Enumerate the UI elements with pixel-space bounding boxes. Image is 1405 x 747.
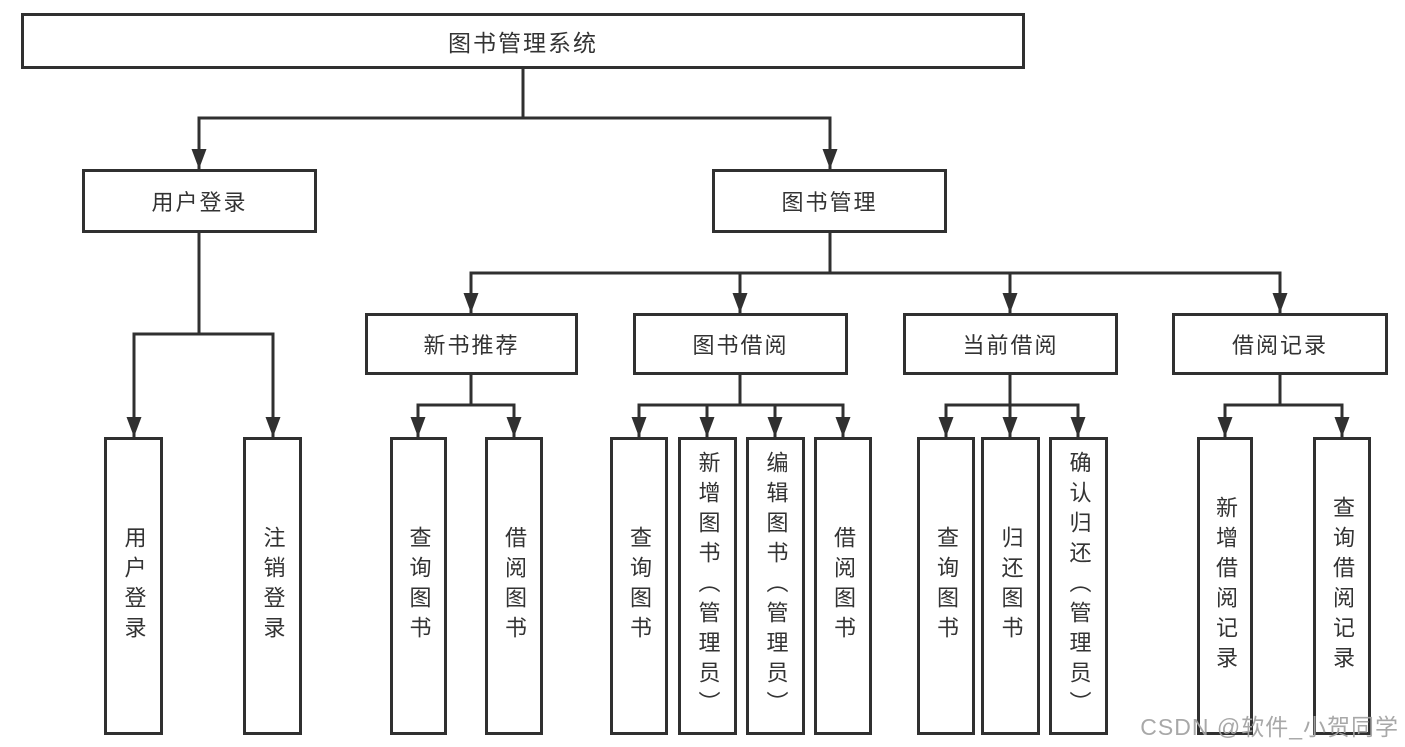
leaf-br-query-record: 查询借阅记录 — [1313, 437, 1371, 735]
leaf-bb-edit-book-admin: 编辑图书（管理员） — [746, 437, 805, 735]
leaf-br-add-record: 新增借阅记录 — [1197, 437, 1253, 735]
node-borrow-records: 借阅记录 — [1172, 313, 1388, 375]
node-book-borrow: 图书借阅 — [633, 313, 848, 375]
leaf-cb-return-book: 归还图书 — [981, 437, 1040, 735]
leaf-cb-confirm-return-admin: 确认归还（管理员） — [1049, 437, 1108, 735]
leaf-nbr-query-book: 查询图书 — [390, 437, 447, 735]
leaf-bb-query-book: 查询图书 — [610, 437, 668, 735]
leaf-user-login: 用户登录 — [104, 437, 163, 735]
leaf-bb-add-book-admin: 新增图书（管理员） — [678, 437, 737, 735]
node-current-borrow: 当前借阅 — [903, 313, 1118, 375]
node-new-book-recommend: 新书推荐 — [365, 313, 578, 375]
leaf-nbr-borrow-book: 借阅图书 — [485, 437, 543, 735]
leaf-bb-borrow-book: 借阅图书 — [814, 437, 872, 735]
node-root: 图书管理系统 — [21, 13, 1025, 69]
leaf-logout: 注销登录 — [243, 437, 302, 735]
node-book-management: 图书管理 — [712, 169, 947, 233]
node-user-login: 用户登录 — [82, 169, 317, 233]
leaf-cb-query-book: 查询图书 — [917, 437, 975, 735]
